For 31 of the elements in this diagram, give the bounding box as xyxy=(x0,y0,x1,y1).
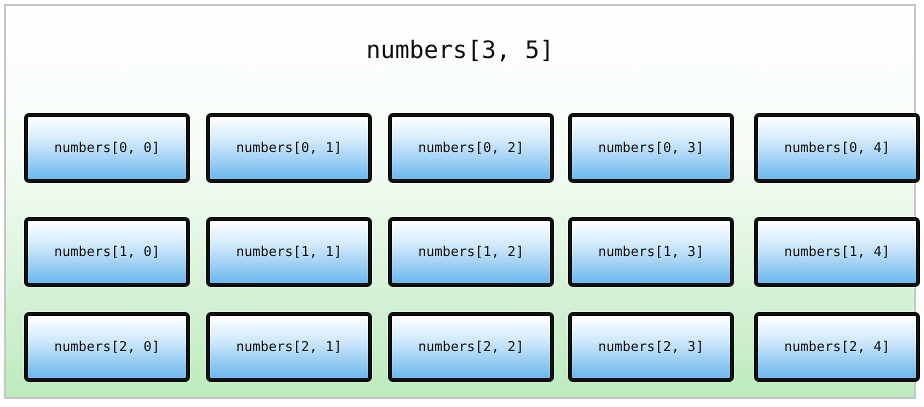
element-label: numbers[1, 1] xyxy=(236,244,342,260)
element-box xyxy=(568,113,734,183)
element-box xyxy=(568,312,734,382)
element-box xyxy=(206,113,372,183)
element-label: numbers[1, 3] xyxy=(598,244,704,260)
element-box xyxy=(24,217,190,287)
array-title: numbers[3, 5] xyxy=(365,36,555,64)
element-label: numbers[1, 4] xyxy=(784,244,890,260)
element-label: numbers[2, 1] xyxy=(236,339,342,355)
element-box xyxy=(24,312,190,382)
element-box xyxy=(388,113,554,183)
element-box xyxy=(754,217,920,287)
element-label: numbers[0, 0] xyxy=(54,140,160,156)
element-box xyxy=(206,312,372,382)
element-box xyxy=(754,113,920,183)
element-box xyxy=(568,217,734,287)
element-box xyxy=(24,113,190,183)
element-label: numbers[0, 3] xyxy=(598,140,704,156)
element-box xyxy=(388,217,554,287)
element-box xyxy=(754,312,920,382)
element-label: numbers[2, 0] xyxy=(54,339,160,355)
element-label: numbers[0, 1] xyxy=(236,140,342,156)
element-box xyxy=(388,312,554,382)
element-label: numbers[2, 2] xyxy=(418,339,524,355)
element-label: numbers[0, 2] xyxy=(418,140,524,156)
element-label: numbers[0, 4] xyxy=(784,140,890,156)
element-label: numbers[2, 4] xyxy=(784,339,890,355)
element-label: numbers[1, 2] xyxy=(418,244,524,260)
element-label: numbers[2, 3] xyxy=(598,339,704,355)
element-box xyxy=(206,217,372,287)
element-label: numbers[1, 0] xyxy=(54,244,160,260)
